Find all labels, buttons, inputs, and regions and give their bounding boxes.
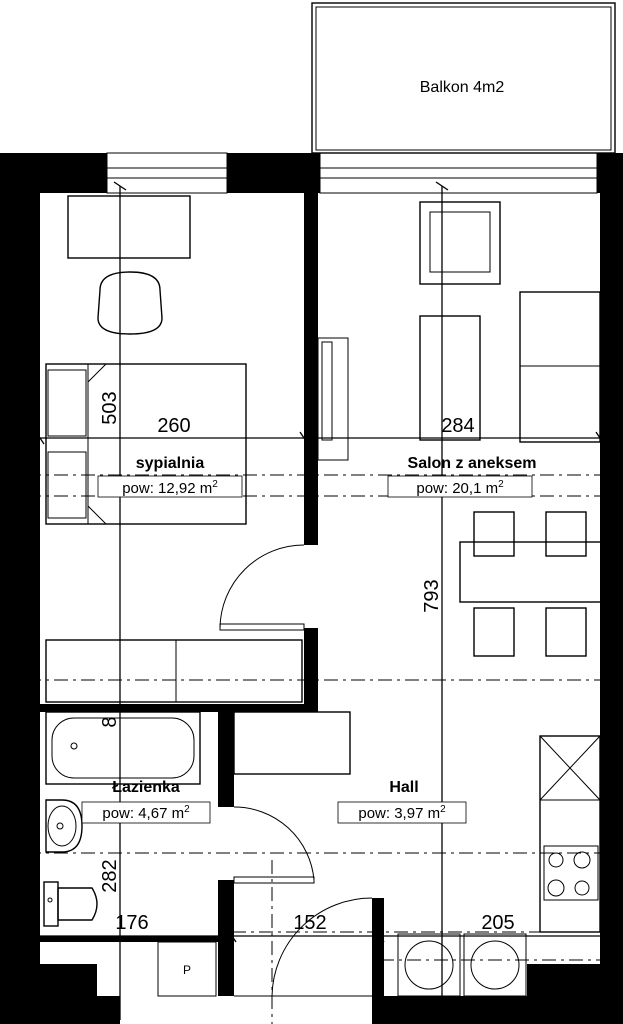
toilet-icon <box>43 881 59 927</box>
room-area-living: pow: 20,1 m2 <box>416 479 504 497</box>
room-name-living: Salon z aneksem <box>408 455 537 472</box>
dim-bedroom-depth: 503 <box>99 391 121 424</box>
desk <box>67 195 191 259</box>
tv-cabinet <box>317 337 349 461</box>
dining-chair <box>473 511 515 557</box>
bathtub <box>45 711 201 785</box>
balcony-label: Balkon 4m2 <box>420 79 505 96</box>
room-labels: sypialnia pow: 12,92 m2 Salon z aneksem … <box>81 455 537 824</box>
dim-bottom-left: 176 <box>115 912 148 934</box>
doors <box>219 544 373 997</box>
dimension-lines <box>35 181 605 1020</box>
dim-bedroom-width: 260 <box>157 415 190 437</box>
kitchen-counter <box>539 735 601 933</box>
closet-label: P <box>183 963 191 977</box>
stove-icon <box>543 845 599 901</box>
room-area-hall: pow: 3,97 m2 <box>358 804 446 822</box>
dim-bottom-mid: 152 <box>293 912 326 934</box>
dim-living-depth: 793 <box>421 579 443 612</box>
armchair <box>419 201 501 285</box>
room-name-bedroom: sypialnia <box>136 455 205 472</box>
bathroom-fixtures <box>43 711 201 927</box>
outer-walls <box>0 153 623 1024</box>
dryer-box <box>463 933 527 997</box>
bedroom-wardrobe <box>45 639 303 703</box>
bed <box>45 363 247 525</box>
pillow-icon <box>47 451 87 519</box>
hall-utilities: P <box>157 933 527 997</box>
balcony: Balkon 4m2 <box>311 2 616 154</box>
hall-wardrobe <box>233 711 351 775</box>
dining-chair <box>545 511 587 557</box>
living-furniture <box>419 201 607 657</box>
bedroom-furniture <box>45 195 349 525</box>
dining-table <box>459 541 607 603</box>
room-area-bedroom: pow: 12,92 m2 <box>122 479 218 497</box>
entrance-door-swing <box>271 897 373 997</box>
fridge-icon <box>539 735 601 801</box>
dim-bottom-right: 205 <box>481 912 514 934</box>
dim-bath-small: 8 <box>99 716 121 727</box>
windows <box>106 152 598 194</box>
chair <box>97 271 163 335</box>
dimension-labels: 260 284 503 793 8 282 176 152 205 <box>99 391 515 934</box>
dining-chair <box>473 607 515 657</box>
coffee-table <box>419 315 481 441</box>
dining-chair <box>545 607 587 657</box>
bathroom-door-swing <box>233 806 315 881</box>
sofa <box>519 291 601 443</box>
bathtub-drain-icon <box>70 742 78 750</box>
pillow-icon <box>47 369 87 437</box>
interior-walls <box>40 193 384 996</box>
sink-icon <box>45 799 83 853</box>
room-name-hall: Hall <box>389 779 418 796</box>
dim-bath-depth: 282 <box>99 859 121 892</box>
kitchen <box>539 735 601 933</box>
wardrobes <box>45 639 351 775</box>
room-area-bathroom: pow: 4,67 m2 <box>102 804 190 822</box>
bedroom-door-swing <box>219 544 305 629</box>
closet-box <box>157 941 217 997</box>
dim-living-width: 284 <box>441 415 474 437</box>
room-name-bathroom: Łazienka <box>112 779 180 796</box>
washer-box <box>397 933 461 997</box>
